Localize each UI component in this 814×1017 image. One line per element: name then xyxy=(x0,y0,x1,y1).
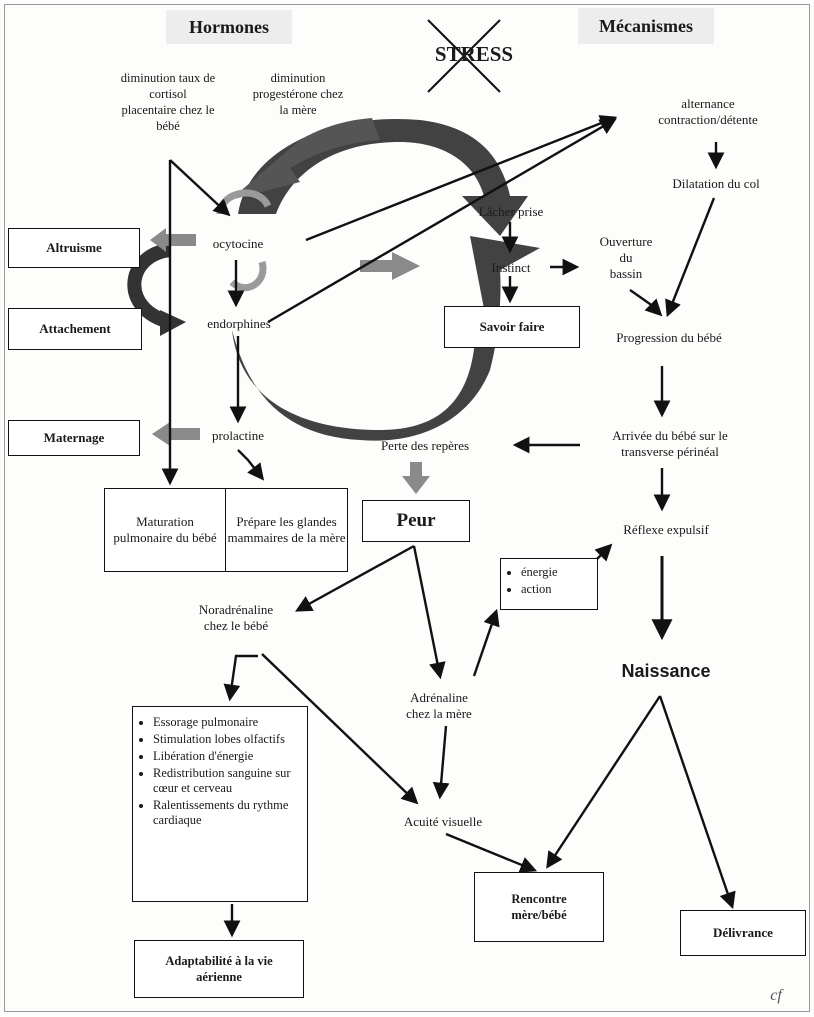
list-item: Libération d'énergie xyxy=(153,749,307,764)
box-adaptabilite: Adaptabilité à la vie aérienne xyxy=(134,940,304,998)
box-peur: Peur xyxy=(362,500,470,542)
big-cycle-arrow-left xyxy=(230,118,380,200)
lacher-prise-text: Lâcher prise xyxy=(478,204,544,219)
box-maternage: Maternage xyxy=(8,420,140,456)
center-grey-arrow xyxy=(360,252,420,280)
progesterone-text: diminution progestérone chez la mère xyxy=(252,71,344,117)
arrow-naissance-delivrance xyxy=(658,695,736,910)
arrow-cortisol-ocytocine xyxy=(169,159,231,217)
list-item: énergie xyxy=(521,565,597,580)
arrow-dilatation-progression xyxy=(665,197,716,318)
box-altruisme: Altruisme xyxy=(8,228,140,268)
cortisol-text: diminution taux de cortisol placentaire … xyxy=(120,71,216,133)
box-savoir-faire: Savoir faire xyxy=(444,306,580,348)
box-energie-action: énergie action xyxy=(500,558,598,610)
header-mecanismes: Mécanismes xyxy=(578,8,714,44)
header-hormones: Hormones xyxy=(166,10,292,44)
progression-text: Progression du bébé xyxy=(616,330,722,345)
prolactine-to-maternage-arrow xyxy=(152,422,200,446)
arrow-endorphines-alternance xyxy=(267,118,617,324)
box-effects: Essorage pulmonaireStimulation lobes olf… xyxy=(132,706,308,902)
altruisme-attachement-curve xyxy=(127,243,173,329)
arrow-acuite-rencontre xyxy=(445,832,538,873)
ouverture-text: Ouverture du bassin xyxy=(599,234,653,281)
arrow-naissance-rencontre xyxy=(546,695,662,869)
effects-list: Essorage pulmonaireStimulation lobes olf… xyxy=(133,715,307,828)
list-item: Stimulation lobes olfactifs xyxy=(153,732,307,747)
arrow-noradrenaline-effects xyxy=(223,654,258,702)
adrenaline-text: Adrénaline chez la mère xyxy=(406,690,472,721)
page-frame xyxy=(4,4,810,1012)
box-delivrance: Délivrance xyxy=(680,910,806,956)
arrow-adrenaline-acuite xyxy=(432,725,450,800)
stress-label: STRESS xyxy=(434,42,514,66)
stress-cross-line-2 xyxy=(427,19,501,93)
list-item: Redistribution sanguine sur cœur et cerv… xyxy=(153,766,307,796)
reflexe-text: Réflexe expulsif xyxy=(623,522,709,537)
box-maturation: Maturation pulmonaire du bébé xyxy=(104,488,226,572)
instinct-text: Instinct xyxy=(491,260,531,275)
ocytocine-to-altruisme-arrow xyxy=(150,228,196,252)
curve-head xyxy=(160,310,186,336)
alternance-text: alternance contraction/détente xyxy=(658,96,758,127)
box-attachement: Attachement xyxy=(8,308,142,350)
list-item: Ralentissements du rythme cardiaque xyxy=(153,798,307,828)
arrow-ouverture-progression xyxy=(629,289,663,317)
big-cycle-arrow-bottom xyxy=(232,236,540,441)
list-item: action xyxy=(521,582,597,597)
acuite-text: Acuité visuelle xyxy=(403,814,483,829)
energie-list: énergie action xyxy=(501,565,597,597)
dilatation-text: Dilatation du col xyxy=(672,176,760,191)
ocytocine-text: ocytocine xyxy=(212,236,264,251)
box-rencontre: Rencontre mère/bébé xyxy=(474,872,604,942)
perte-to-peur-arrow xyxy=(402,462,430,494)
arrow-ocytocine-alternance xyxy=(305,115,618,242)
arrow-peur-noradrenaline xyxy=(295,544,415,612)
naissance-text: Naissance xyxy=(621,661,711,681)
signature: cf xyxy=(770,987,782,1004)
noradrenaline-text: Noradrénaline chez le bébé xyxy=(198,602,274,633)
arrow-noradrenaline-acuite xyxy=(261,653,419,805)
arrivee-text: Arrivée du bébé sur le transverse périné… xyxy=(612,428,728,459)
list-item: Essorage pulmonaire xyxy=(153,715,307,730)
perte-reperes-text: Perte des repères xyxy=(380,438,470,453)
prolactine-text: prolactine xyxy=(212,428,264,443)
box-prepare: Prépare les glandes mammaires de la mère xyxy=(226,488,348,572)
endorphines-text: endorphines xyxy=(207,316,271,331)
arrow-adrenaline-energie xyxy=(472,608,500,677)
arrow-peur-adrenaline xyxy=(412,545,446,680)
arrow-prolactine-prepare xyxy=(237,449,265,481)
